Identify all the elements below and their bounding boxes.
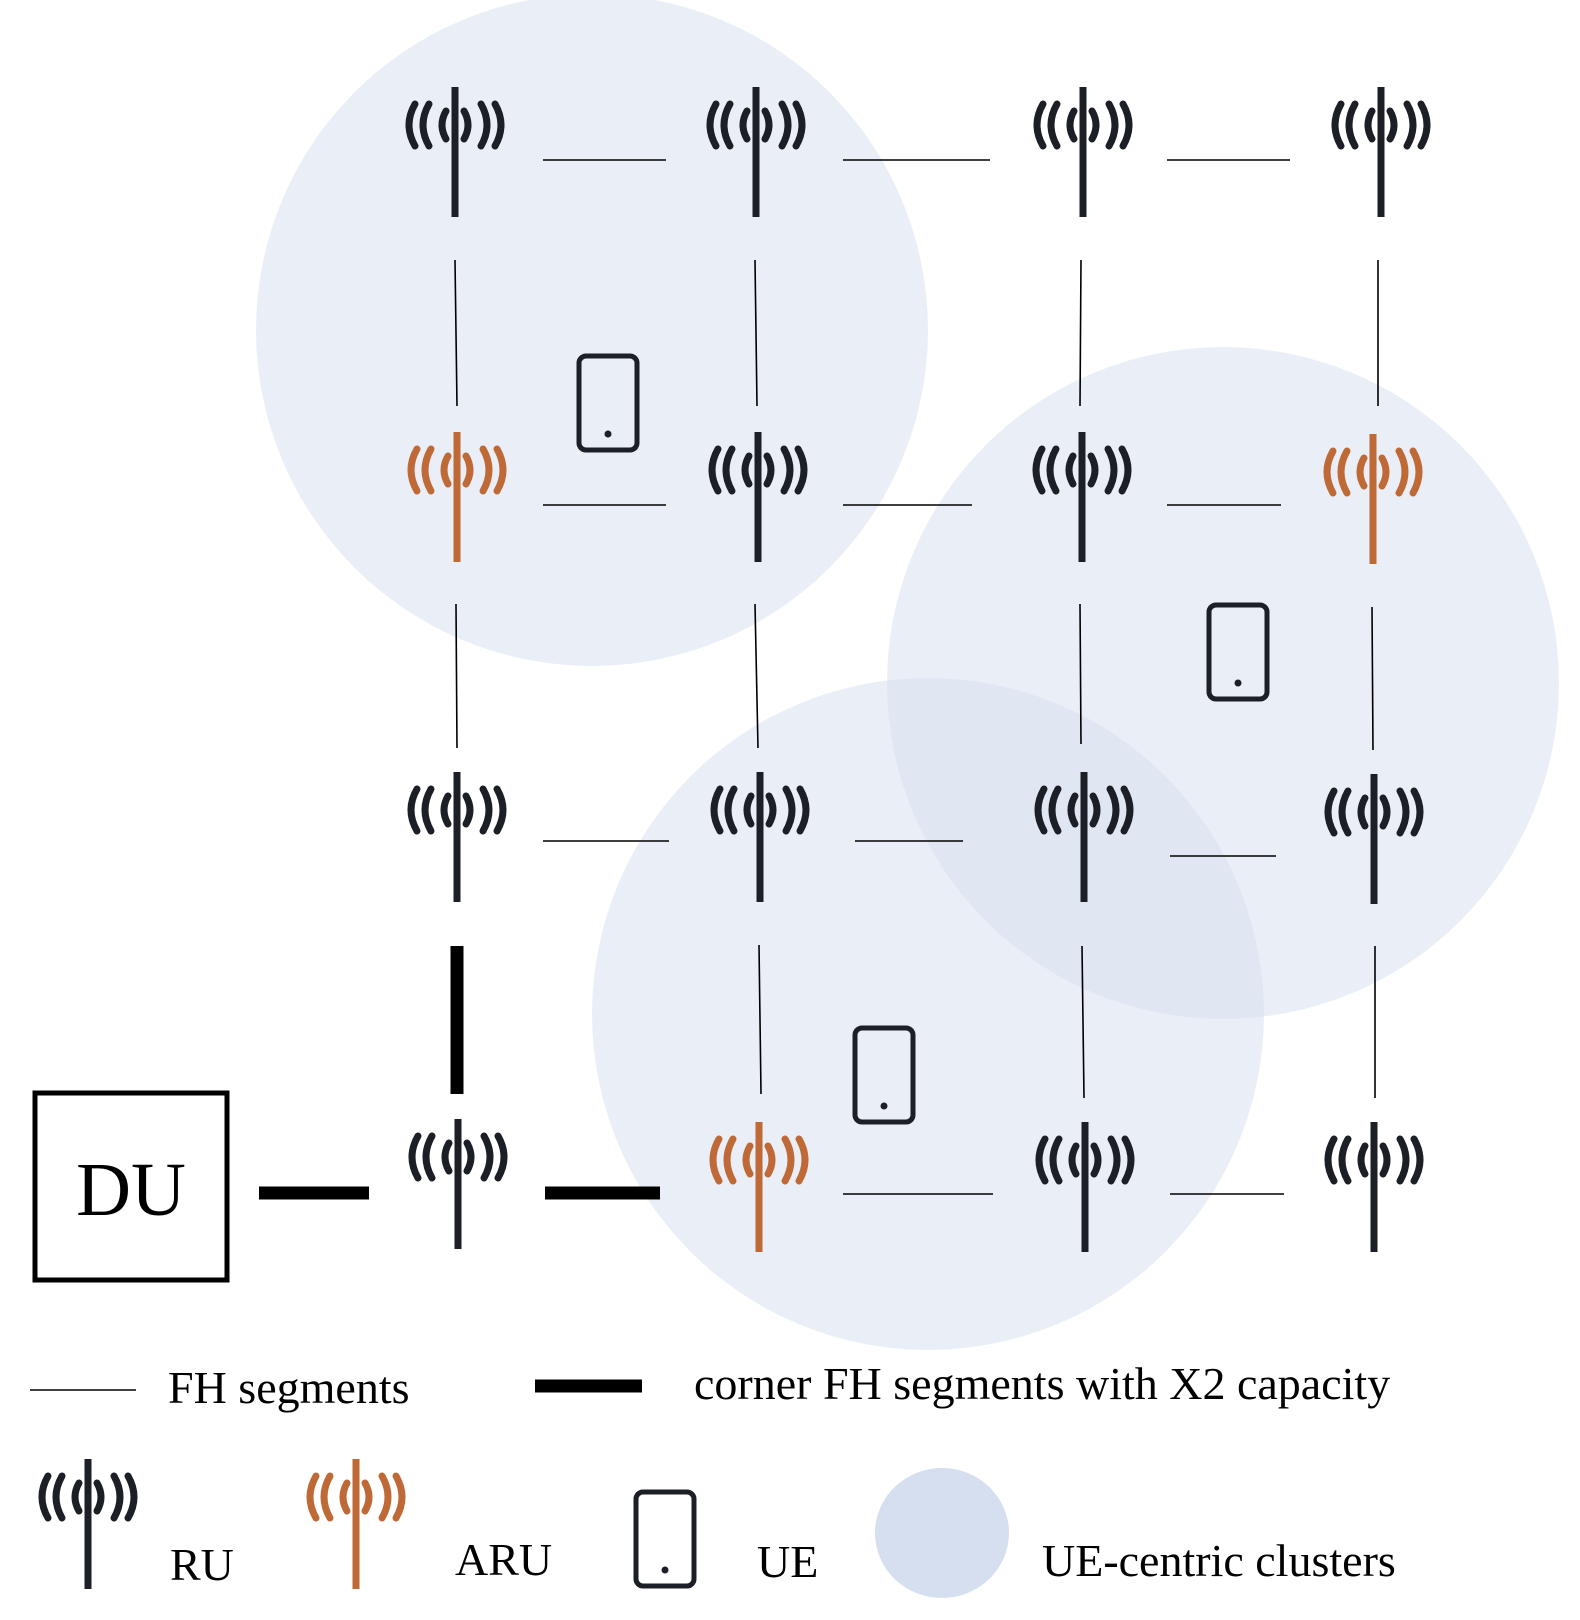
fh-segment [754,603,759,749]
fh-segment [1081,945,1085,1099]
du-label: DU [76,1148,186,1232]
ru-antenna-icon [1335,87,1427,217]
ue-centric-cluster [256,0,928,666]
legend-ru-icon [42,1459,134,1589]
ue-centric-cluster [592,678,1264,1350]
fh-segment [1079,259,1082,407]
legend-aru-icon [310,1459,402,1589]
legend-fh-label: FH segments [168,1362,410,1413]
fh-segments [454,159,1379,1195]
fh-segment [1371,606,1374,751]
legend-aru-label: ARU [455,1534,552,1585]
legend-corner-label: corner FH segments with X2 capacity [694,1358,1390,1409]
fh-segment [454,259,458,407]
ru-antenna-icon [1328,1122,1420,1252]
fh-segment [754,259,758,407]
ru-antenna-icon [412,1119,504,1249]
fh-segment [758,944,762,1095]
legend: FH segments corner FH segments with X2 c… [30,1358,1396,1598]
corner-fh-segments [259,946,660,1200]
du-node: DU [32,1090,230,1283]
legend-cluster-swatch [875,1468,1009,1598]
fh-segment [1079,603,1082,745]
ru-antenna-icon [1037,87,1129,217]
legend-phone-icon [636,1492,694,1586]
legend-ue-label: UE [757,1536,818,1587]
legend-ru-label: RU [170,1539,234,1590]
fh-segment [455,603,458,749]
legend-cluster-label: UE-centric clusters [1042,1535,1396,1586]
du-box [32,1090,230,1283]
ru-antenna-icon [411,772,503,902]
